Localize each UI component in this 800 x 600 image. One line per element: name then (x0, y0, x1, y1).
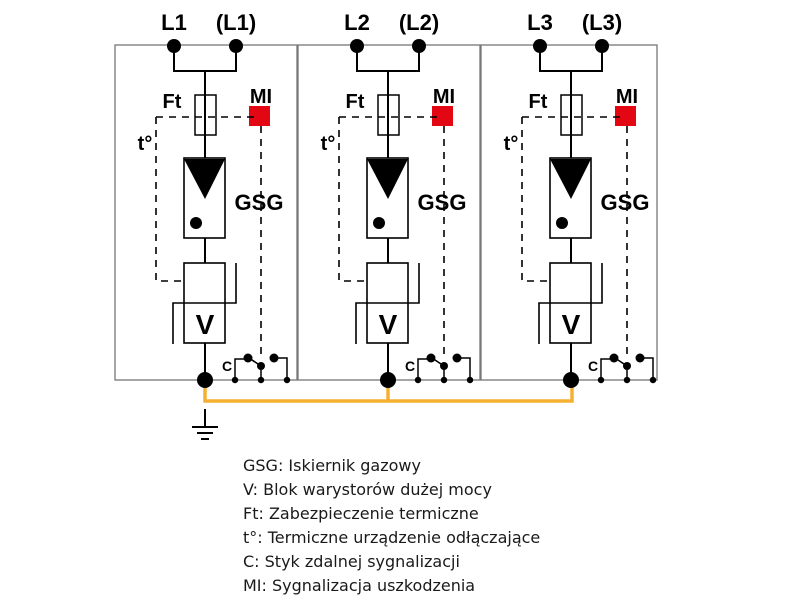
varistor-label: V (379, 309, 398, 340)
ft-label: Ft (529, 91, 548, 113)
terminal-label: L1 (161, 10, 187, 35)
c-label: C (405, 358, 415, 374)
thermal-fuse (194, 94, 217, 136)
gsg-dot (373, 217, 385, 229)
contact-terminal-1 (414, 376, 422, 384)
legend-item-t: t°: Termiczne urządzenie odłączające (243, 528, 541, 547)
earth-node (197, 372, 213, 388)
gsg-dot (190, 217, 202, 229)
contact-left-lead (600, 358, 610, 380)
terminal-label: L2 (344, 10, 370, 35)
contact-no-dot (635, 353, 645, 363)
contact-nc-dot (243, 353, 253, 363)
contact-terminal-1 (231, 376, 239, 384)
thermal-fuse (560, 94, 583, 136)
contact-terminal-2 (623, 376, 631, 384)
varistor-slash-right (408, 263, 420, 304)
contact-no-dot (269, 353, 279, 363)
t-label: t° (138, 133, 153, 155)
legend: GSG: Iskiernik gazowy V: Blok warystorów… (243, 454, 540, 598)
contact-terminal-3 (283, 376, 291, 384)
contact-terminal-1 (597, 376, 605, 384)
terminal-bridge (356, 46, 420, 72)
terminal-bridge (173, 46, 237, 72)
terminal-label: L3 (527, 10, 553, 35)
gsg-arrow (184, 159, 225, 199)
varistor-label: V (562, 309, 581, 340)
mi-indicator (249, 106, 270, 126)
gsg-arrow (367, 159, 408, 199)
contact-left-lead (417, 358, 427, 380)
varistor-slash-left (172, 302, 184, 344)
terminal-alt-label: (L1) (216, 10, 256, 35)
mi-indicator (615, 106, 636, 126)
contact-terminal-3 (466, 376, 474, 384)
contact-terminal-2 (440, 376, 448, 384)
module-l2: L2 (L2) Ft MI t° GSG V C (297, 10, 481, 388)
t-label: t° (504, 133, 519, 155)
varistor-slash-right (591, 263, 603, 304)
mi-label: MI (433, 86, 455, 108)
thermal-disconnector-link (521, 117, 549, 282)
contact-terminal-2 (257, 376, 265, 384)
c-label: C (588, 358, 598, 374)
contact-right-lead (278, 357, 288, 380)
t-label: t° (321, 133, 336, 155)
mi-indicator (432, 106, 453, 126)
terminal-bridge (539, 46, 603, 72)
mi-label: MI (250, 86, 272, 108)
ft-label: Ft (163, 91, 182, 113)
legend-item-v: V: Blok warystorów dużej mocy (243, 480, 492, 499)
varistor-slash-left (355, 302, 367, 344)
thermal-disconnector-link (155, 117, 183, 282)
earth-node (563, 372, 579, 388)
gsg-dot (556, 217, 568, 229)
varistor-slash-right (225, 263, 237, 304)
contact-right-lead (644, 357, 654, 380)
contact-right-lead (461, 357, 471, 380)
thermal-disconnector-link (338, 117, 366, 282)
mi-label: MI (616, 86, 638, 108)
thermal-fuse (377, 94, 400, 136)
legend-item-mi: MI: Sygnalizacja uszkodzenia (243, 576, 476, 595)
gsg-label: GSG (235, 190, 284, 215)
legend-item-c: C: Styk zdalnej sygnalizacji (243, 552, 460, 571)
contact-no-dot (452, 353, 462, 363)
gsg-label: GSG (601, 190, 650, 215)
contact-nc-dot (426, 353, 436, 363)
contact-terminal-3 (649, 376, 657, 384)
terminal-alt-label: (L3) (582, 10, 622, 35)
module-l1: L1 (L1) Ft MI t° GSG V C (114, 10, 298, 388)
earth-node (380, 372, 396, 388)
c-label: C (222, 358, 232, 374)
varistor-label: V (196, 309, 215, 340)
gsg-label: GSG (418, 190, 467, 215)
gsg-arrow (550, 159, 591, 199)
contact-left-lead (234, 358, 244, 380)
ft-label: Ft (346, 91, 365, 113)
varistor-slash-left (538, 302, 550, 344)
legend-item-gsg: GSG: Iskiernik gazowy (243, 456, 421, 475)
legend-item-ft: Ft: Zabezpieczenie termiczne (243, 504, 479, 523)
ground-icon (192, 409, 218, 440)
module-l3: L3 (L3) Ft MI t° GSG V C (480, 10, 658, 388)
contact-nc-dot (609, 353, 619, 363)
terminal-alt-label: (L2) (399, 10, 439, 35)
